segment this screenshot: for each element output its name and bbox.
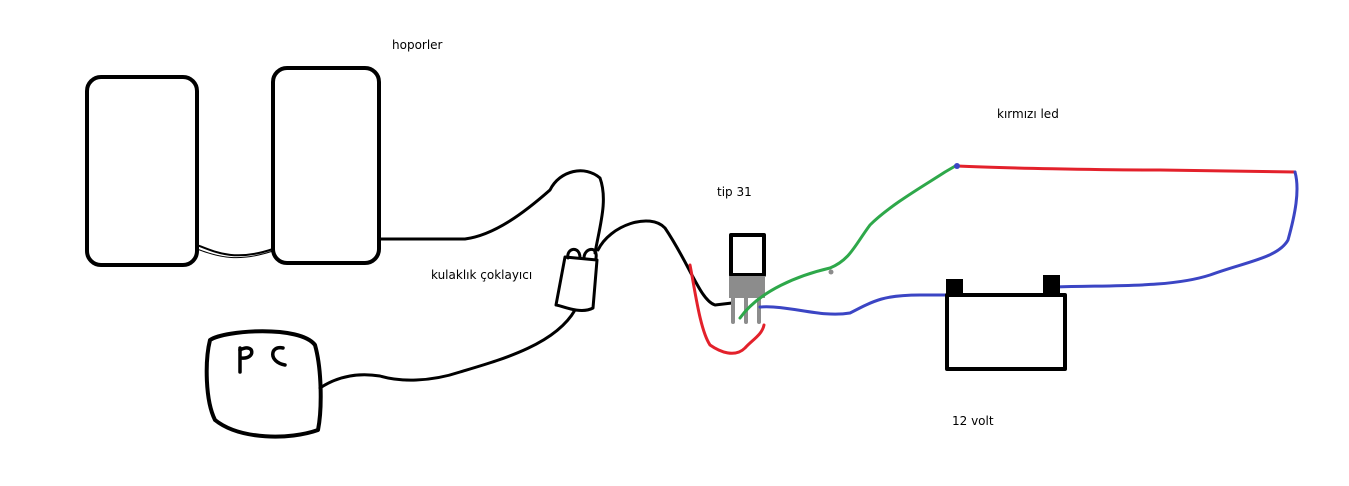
speaker-link-wire-2 [196, 248, 274, 259]
splitter-label: kulaklık çoklayıcı [431, 268, 533, 282]
transistor-tab [729, 233, 766, 277]
pc-box [204, 329, 323, 439]
transistor-label: tip 31 [717, 185, 752, 199]
led-label: kırmızı led [997, 107, 1059, 121]
signal-cable [596, 219, 734, 307]
left-speaker [85, 75, 199, 267]
battery-terminal-left [946, 279, 963, 295]
pc-logo [238, 345, 287, 374]
speaker-cable [378, 169, 605, 255]
battery-label: 12 volt [952, 414, 994, 428]
battery-terminal-right [1043, 275, 1060, 295]
red-wire-transistor [688, 263, 766, 355]
blue-wire-led [1053, 170, 1299, 289]
speakers-label: hoporler [392, 38, 443, 52]
green-wire [738, 163, 959, 320]
transistor-body [729, 276, 765, 298]
speaker-link-wire [196, 244, 274, 257]
headphone-splitter [554, 255, 599, 312]
led-node [954, 163, 960, 169]
splitter-plug-left [566, 247, 582, 260]
right-speaker [271, 66, 381, 265]
blue-wire-battery [758, 293, 950, 316]
green-wire-dot [828, 269, 834, 275]
splitter-plug-right [582, 247, 598, 260]
red-led-wire [955, 164, 1297, 174]
pc-cable [318, 308, 577, 390]
battery-body [945, 293, 1067, 371]
